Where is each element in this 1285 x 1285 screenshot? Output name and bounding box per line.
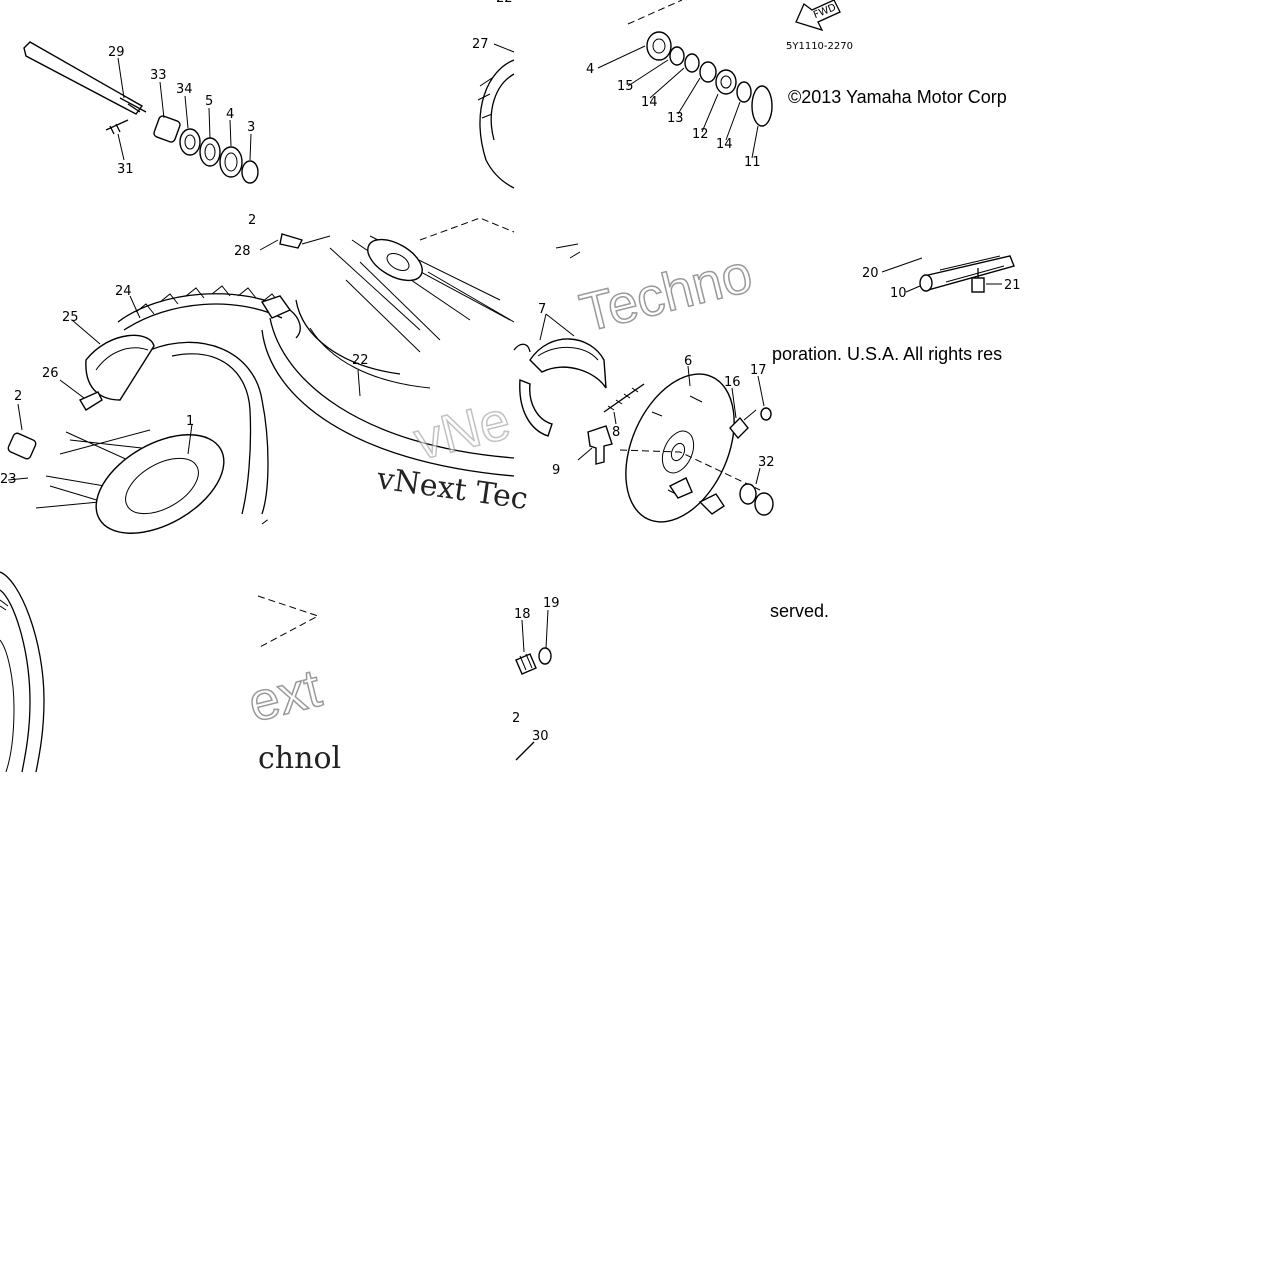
copyright-line-1: ©2013 Yamaha Motor Corp (788, 87, 1007, 107)
bearing-4 (219, 146, 243, 178)
drive-gear-11 (751, 85, 773, 127)
brake-cam-9 (587, 425, 613, 465)
tile-axle-parts: 29 33 34 5 4 3 31 2 (23, 41, 259, 228)
tile-hub-bearings: 4 15 14 13 12 14 11 (586, 0, 773, 170)
label-15: 15 (617, 79, 634, 94)
label-29: 29 (108, 45, 125, 60)
label-8: 8 (612, 425, 620, 440)
label-33: 33 (150, 68, 167, 83)
label-25: 25 (62, 310, 79, 325)
oil-seal-34 (179, 128, 201, 156)
label-1: 1 (186, 414, 194, 429)
nut-17 (760, 407, 772, 421)
nut-3 (241, 160, 259, 184)
label-3: 3 (247, 120, 255, 135)
label-21: 21 (1004, 278, 1021, 293)
label-9: 9 (552, 463, 560, 478)
bearing-12 (715, 69, 737, 95)
label-7: 7 (538, 302, 546, 317)
front-axle (23, 41, 147, 115)
label-13: 13 (667, 111, 684, 126)
bearing-4-right (646, 31, 672, 61)
label-34: 34 (176, 82, 193, 97)
forward-arrow: FWD (795, 0, 841, 32)
nut-32 (754, 492, 774, 516)
washer-15 (669, 46, 685, 66)
label-2-top: 2 (248, 213, 256, 228)
circlip-14a (684, 53, 700, 73)
label-4: 4 (226, 107, 234, 122)
tile-dash-fragment (257, 517, 320, 649)
inner-tube-25 (85, 334, 155, 401)
tile-tire-side (0, 571, 45, 773)
brake-shoes-7 (519, 338, 607, 437)
label-2-bottom: 2 (512, 711, 520, 726)
pin-30 (515, 741, 535, 761)
watermark-chnol: chnol (258, 741, 341, 776)
label-31: 31 (117, 162, 134, 177)
diagram-code: 5Y1110-2270 (786, 41, 853, 52)
label-26: 26 (42, 366, 59, 381)
label-20: 20 (862, 266, 879, 281)
label-10: 10 (890, 286, 907, 301)
brake-plate-6 (625, 373, 735, 523)
label-6: 6 (684, 354, 692, 369)
label-5: 5 (205, 94, 213, 109)
copyright-line-2: poration. U.S.A. All rights res (772, 344, 1002, 364)
label-2-left: 2 (14, 389, 22, 404)
watermark-vnext-outline: vNe (408, 390, 516, 471)
tile-brake-assembly: 7 8 9 6 16 17 32 (513, 243, 775, 523)
spacer-5 (199, 137, 221, 167)
bolt-31 (105, 119, 129, 135)
label-14b: 14 (716, 137, 733, 152)
label-12: 12 (692, 127, 709, 142)
watermark-ext: ext (242, 658, 326, 734)
watermark-techno: Techno (574, 243, 757, 343)
tile-front-wheel: 28 24 25 26 2 23 1 22 (0, 217, 515, 534)
label-16: 16 (724, 375, 741, 390)
label-32: 32 (758, 455, 775, 470)
front-hub-1 (95, 434, 225, 534)
bolt-21 (971, 268, 985, 293)
nut-19 (538, 647, 552, 665)
collar-33 (153, 115, 181, 143)
label-27: 27 (472, 37, 489, 52)
label-22: 22 (352, 353, 369, 368)
label-17: 17 (750, 363, 767, 378)
gear-13 (699, 61, 717, 83)
label-14a: 14 (641, 95, 658, 110)
indicator-16 (729, 416, 749, 440)
copyright-line-3: served. (770, 601, 829, 621)
label-19: 19 (543, 596, 560, 611)
bolt-18 (515, 653, 537, 675)
collar-2 (7, 432, 37, 460)
valve-26 (78, 391, 103, 411)
label-30: 30 (532, 729, 549, 744)
tile-small-parts: 18 19 2 30 (512, 596, 560, 761)
label-4-right: 4 (586, 62, 594, 77)
label-11: 11 (744, 155, 761, 170)
circlip-14b (736, 81, 752, 103)
label-23: 23 (0, 472, 17, 487)
tile-tire-top: 27 22 (472, 0, 515, 189)
tile-shaft: 20 10 21 (862, 255, 1021, 301)
label-top-cut: 22 (496, 0, 513, 6)
label-28: 28 (234, 244, 251, 259)
label-18: 18 (514, 607, 531, 622)
label-24: 24 (115, 284, 132, 299)
watermark-vnext-tec: vNext Tec (374, 461, 530, 517)
